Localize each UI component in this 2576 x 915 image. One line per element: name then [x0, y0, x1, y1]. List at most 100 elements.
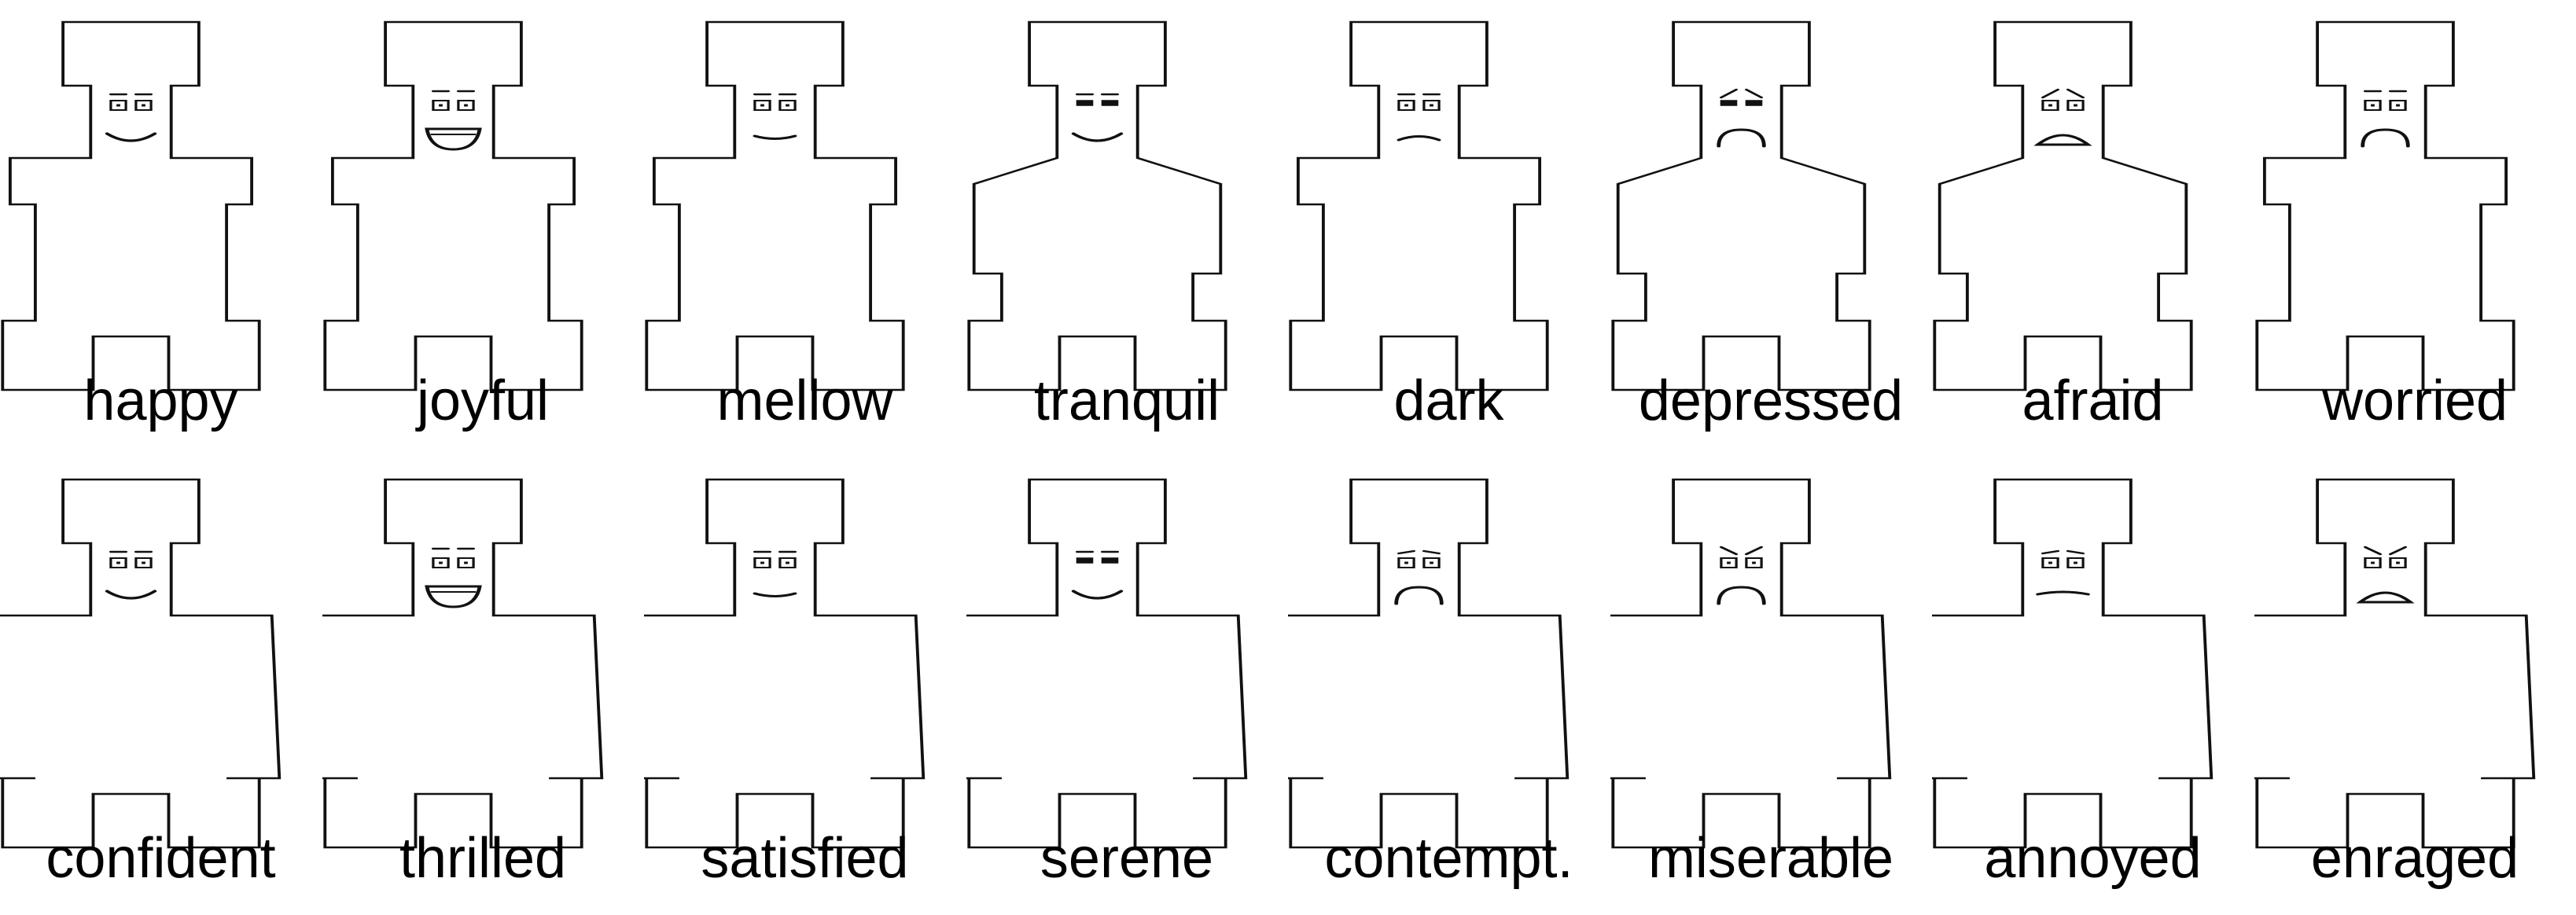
- eye: [1397, 557, 1415, 568]
- eye: [778, 557, 797, 568]
- worried-figure-icon: [2254, 20, 2515, 391]
- mouth: [1071, 590, 1123, 600]
- eyebrow: [2363, 546, 2382, 556]
- eye: [456, 557, 475, 568]
- eye: [1422, 557, 1441, 568]
- mouth: [2355, 591, 2415, 604]
- figure-body-outline: [1288, 478, 1570, 849]
- figure-body-outline: [644, 478, 926, 849]
- afraid-figure-icon: [1933, 20, 2193, 391]
- eye: [1101, 557, 1118, 564]
- eye: [456, 100, 475, 111]
- mouth: [2033, 134, 2092, 146]
- figure-label: joyful: [416, 369, 550, 432]
- eye: [431, 557, 450, 568]
- figure-cell: afraid: [1932, 0, 2254, 458]
- figure-body-outline: [0, 478, 282, 849]
- figure-cell: serene: [966, 458, 1288, 915]
- eye: [109, 557, 127, 568]
- eye: [431, 100, 450, 111]
- eye: [1745, 100, 1762, 106]
- figure-label: annoyed: [1984, 827, 2202, 890]
- figure-cell: joyful: [322, 0, 644, 458]
- eye: [2041, 557, 2059, 568]
- figure-cell: dark: [1288, 0, 1610, 458]
- eye: [2363, 100, 2382, 111]
- mouth: [1716, 586, 1766, 605]
- figure-label: thrilled: [399, 827, 567, 890]
- eyebrow: [1397, 549, 1416, 555]
- mouth: [1394, 586, 1444, 605]
- figure-cell: confident: [0, 458, 322, 915]
- figure-cell: thrilled: [322, 458, 644, 915]
- figure-cell: tranquil: [966, 0, 1288, 458]
- eye: [2363, 557, 2382, 568]
- eye: [2066, 557, 2085, 568]
- eye: [753, 100, 771, 111]
- figure-cell: miserable: [1610, 458, 1932, 915]
- eye: [109, 100, 127, 111]
- mouth: [105, 590, 157, 600]
- serene-figure-icon: [966, 478, 1247, 849]
- figure-body-outline: [1932, 478, 2214, 849]
- happy-figure-icon: [1, 20, 261, 391]
- eyebrow: [2066, 88, 2085, 99]
- figure-cell: satisfied: [644, 458, 966, 915]
- figure-label: satisfied: [701, 827, 909, 890]
- figure-cell: happy: [0, 0, 322, 458]
- eye: [2041, 100, 2059, 111]
- figure-label: worried: [2321, 369, 2508, 432]
- figure-label: confident: [46, 827, 276, 890]
- figure-body-outline: [2254, 478, 2535, 849]
- eyebrow: [2388, 546, 2407, 556]
- eye: [1744, 557, 1763, 568]
- mouth: [753, 134, 797, 140]
- figure-label: afraid: [2022, 369, 2164, 432]
- thrilled-figure-icon: [322, 478, 603, 849]
- eye: [134, 557, 153, 568]
- mouth: [1716, 128, 1766, 148]
- annoyed-figure-icon: [1932, 478, 2214, 849]
- eye: [1076, 100, 1093, 106]
- figure-body-outline: [1933, 20, 2193, 391]
- figure-cell: mellow: [644, 0, 966, 458]
- figure-body-outline: [966, 478, 1247, 849]
- figure-label: enraged: [2310, 827, 2519, 890]
- figure-cell: annoyed: [1932, 458, 2254, 915]
- figure-body-outline: [1, 20, 261, 391]
- eyebrow: [2066, 549, 2085, 555]
- figure-label: mellow: [716, 369, 893, 432]
- eye: [753, 557, 771, 568]
- eyebrow: [1719, 88, 1738, 99]
- mellow-figure-icon: [645, 20, 905, 391]
- eye: [778, 100, 797, 111]
- eye: [1076, 557, 1093, 564]
- eyebrow: [2041, 549, 2060, 555]
- eyebrow: [1719, 546, 1738, 556]
- figure-cell: enraged: [2254, 458, 2576, 915]
- contempt-figure-icon: [1288, 478, 1570, 849]
- figure-label: dark: [1393, 369, 1504, 432]
- mouth: [105, 132, 157, 142]
- mouth: [2360, 128, 2410, 148]
- figure-body-outline: [966, 20, 1227, 391]
- eye: [1720, 100, 1737, 106]
- figure-body-outline: [1610, 478, 1891, 849]
- figure-cell: contempt.: [1288, 458, 1610, 915]
- figure-label: miserable: [1647, 827, 1894, 890]
- figure-body-outline: [2254, 20, 2515, 391]
- figure-body-outline: [1289, 20, 1549, 391]
- miserable-figure-icon: [1610, 478, 1891, 849]
- figure-body-outline: [322, 20, 583, 391]
- satisfied-figure-icon: [644, 478, 926, 849]
- figure-label: contempt.: [1324, 827, 1573, 890]
- mouth: [1397, 135, 1441, 141]
- eye: [2066, 100, 2085, 111]
- eyebrow: [1744, 88, 1763, 99]
- mouth: [1071, 132, 1123, 142]
- eyebrow: [1744, 546, 1763, 556]
- figure-label: depressed: [1638, 369, 1904, 432]
- eyebrow: [2041, 88, 2060, 99]
- enraged-figure-icon: [2254, 478, 2535, 849]
